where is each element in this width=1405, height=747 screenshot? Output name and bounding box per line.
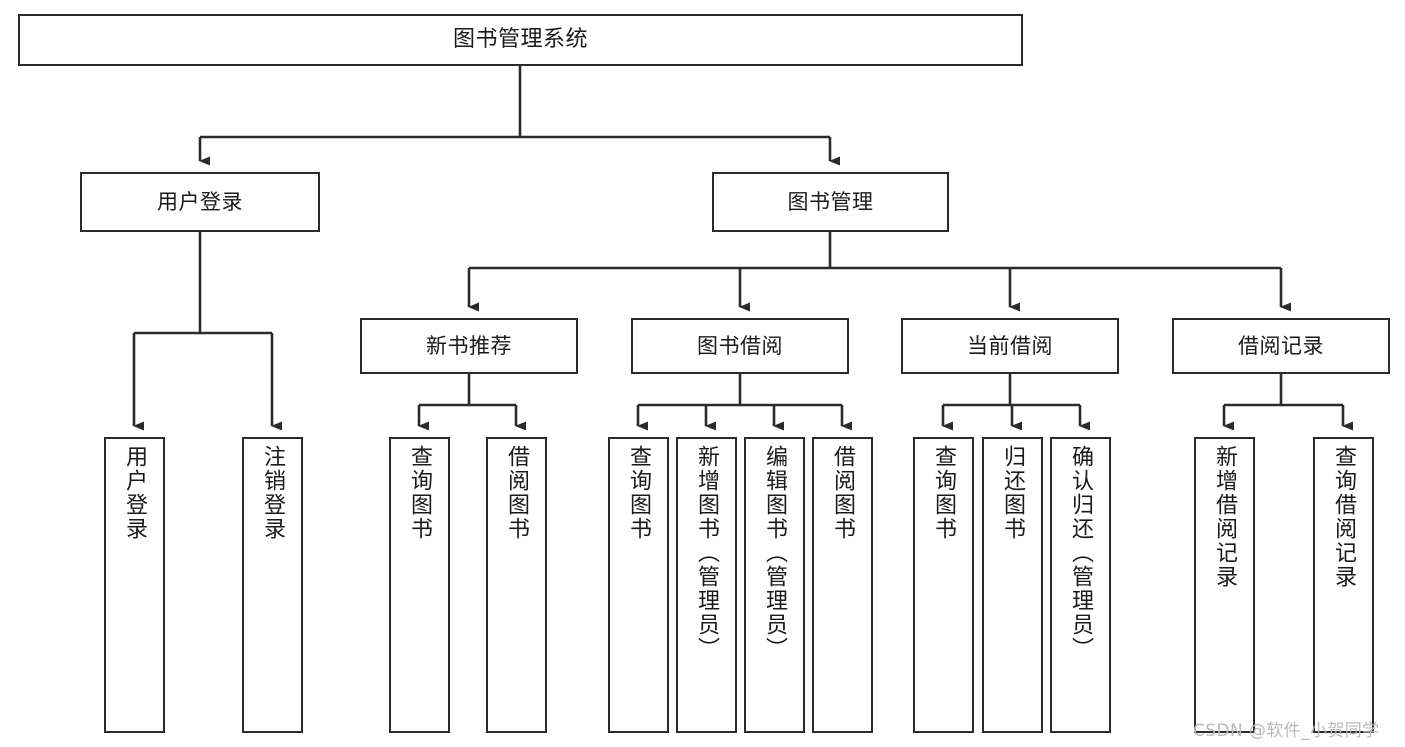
node-label: 借阅图书 [830,445,856,541]
node-leaf-query-record[interactable]: 查询借阅记录 [1313,437,1374,733]
node-leaf-confirm-return[interactable]: 确认归还（管理员） [1050,437,1111,733]
node-borrow-record[interactable]: 借阅记录 [1172,318,1390,374]
node-leaf-borrow-book-2[interactable]: 借阅图书 [812,437,873,733]
node-label: 查询图书 [931,445,957,541]
node-label: 当前借阅 [967,333,1053,358]
node-leaf-query-book-3[interactable]: 查询图书 [913,437,974,733]
node-leaf-return-book[interactable]: 归还图书 [982,437,1043,733]
node-label: 新书推荐 [426,333,512,358]
node-label: 借阅图书 [504,445,530,541]
node-label: 图书管理 [787,189,874,214]
node-current-borrow[interactable]: 当前借阅 [901,318,1119,374]
node-label: 借阅记录 [1238,333,1324,358]
node-label: 查询图书 [626,445,652,541]
node-label: 注销登录 [260,445,286,541]
node-label: 归还图书 [1000,445,1026,541]
node-label: 查询图书 [407,445,433,541]
node-leaf-user-login[interactable]: 用户登录 [104,437,165,733]
node-label: 图书借阅 [697,333,783,358]
node-user-login[interactable]: 用户登录 [80,172,320,232]
node-label: 确认归还（管理员） [1068,445,1094,661]
node-label: 用户登录 [157,189,243,214]
node-label: 编辑图书（管理员） [762,445,788,661]
node-leaf-query-book-2[interactable]: 查询图书 [608,437,669,733]
node-leaf-query-book-1[interactable]: 查询图书 [389,437,450,733]
node-book-manage[interactable]: 图书管理 [712,172,949,232]
node-leaf-edit-book[interactable]: 编辑图书（管理员） [744,437,805,733]
node-new-book-recommend[interactable]: 新书推荐 [360,318,578,374]
node-label: 用户登录 [122,445,148,541]
node-leaf-add-book[interactable]: 新增图书（管理员） [676,437,737,733]
watermark-label: CSDN @软件_小贺同学 [1193,721,1380,741]
node-book-borrow[interactable]: 图书借阅 [631,318,849,374]
node-label: 新增图书（管理员） [694,445,720,661]
node-label: 查询借阅记录 [1331,445,1357,589]
node-label: 新增借阅记录 [1212,445,1238,589]
node-leaf-user-logout[interactable]: 注销登录 [242,437,303,733]
node-root-system[interactable]: 图书管理系统 [18,14,1023,66]
node-leaf-borrow-book-1[interactable]: 借阅图书 [486,437,547,733]
node-label: 图书管理系统 [452,27,588,53]
node-leaf-add-record[interactable]: 新增借阅记录 [1194,437,1255,733]
